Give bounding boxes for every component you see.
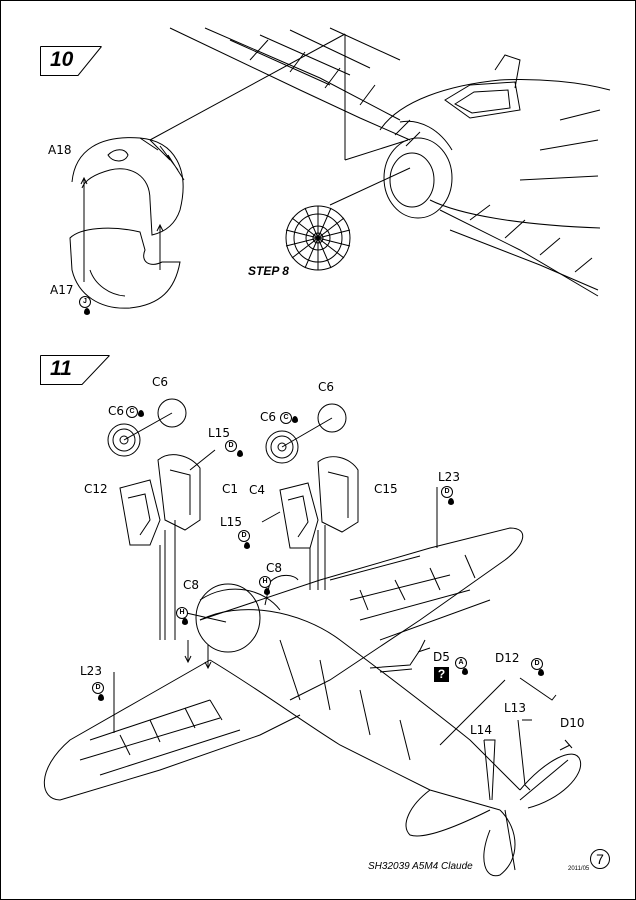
part-label-l14: L14 xyxy=(470,723,492,737)
part-label-c12: C12 xyxy=(84,482,108,496)
paint-code-icon: D xyxy=(238,530,250,542)
part-label-l15-lower: L15 xyxy=(220,515,242,529)
paint-code-icon: C xyxy=(280,412,292,424)
part-label-l13: L13 xyxy=(504,701,526,715)
paint-code-icon: H xyxy=(259,576,271,588)
paint-code-icon: A xyxy=(455,657,467,669)
paint-code-icon: D xyxy=(531,658,543,670)
part-label-d5: D5 xyxy=(433,650,450,664)
part-label-c6-disc-right: C6 xyxy=(318,380,335,394)
part-label-c8-lower: C8 xyxy=(183,578,200,592)
glue-drop-icon xyxy=(237,450,243,457)
glue-drop-icon xyxy=(264,588,270,595)
glue-drop-icon xyxy=(138,410,144,417)
part-label-c6-wheel-left: C6 xyxy=(108,404,125,418)
paint-code-icon: D xyxy=(225,440,237,452)
part-label-c8-upper: C8 xyxy=(266,561,283,575)
part-label-a17: A17 xyxy=(50,283,74,297)
part-label-d12: D12 xyxy=(495,651,520,665)
glue-drop-icon xyxy=(448,498,454,505)
part-label-d10: D10 xyxy=(560,716,585,730)
footer-date: 2011/05 xyxy=(568,866,590,872)
part-label-c6-disc-left: C6 xyxy=(152,375,169,389)
part-label-c4: C4 xyxy=(249,483,266,497)
step-8-reference: STEP 8 xyxy=(248,264,289,278)
glue-drop-icon xyxy=(538,669,544,676)
page-number: 7 xyxy=(590,849,610,869)
paint-code-icon: D xyxy=(92,682,104,694)
paint-code-icon: C xyxy=(126,406,138,418)
glue-drop-icon xyxy=(182,618,188,625)
part-label-a18: A18 xyxy=(48,143,72,157)
step-11-number: 11 xyxy=(50,357,72,380)
part-label-l23-right: L23 xyxy=(438,470,460,484)
part-label-c6-wheel-right: C6 xyxy=(260,410,277,424)
part-label-c15: C15 xyxy=(374,482,398,496)
part-label-l23-left: L23 xyxy=(80,664,102,678)
step-10-number: 10 xyxy=(50,48,74,71)
step11-airframe xyxy=(43,398,582,877)
glue-drop-icon xyxy=(292,416,298,423)
step-11-box: 11 xyxy=(40,355,110,385)
part-label-c1: C1 xyxy=(222,482,239,496)
part-label-l15-upper: L15 xyxy=(208,426,230,440)
question-mark-icon: ? xyxy=(434,667,449,682)
glue-drop-icon xyxy=(244,542,250,549)
glue-drop-icon xyxy=(462,668,468,675)
step-10-box: 10 xyxy=(40,46,102,76)
paint-code-icon: D xyxy=(441,486,453,498)
paint-code-icon: H xyxy=(176,607,188,619)
footer-title: SH32039 A5M4 Claude xyxy=(368,861,473,872)
glue-drop-icon xyxy=(98,694,104,701)
step10-airframe xyxy=(69,27,611,309)
glue-drop-icon xyxy=(84,308,90,315)
paint-code-icon: J xyxy=(79,296,91,308)
